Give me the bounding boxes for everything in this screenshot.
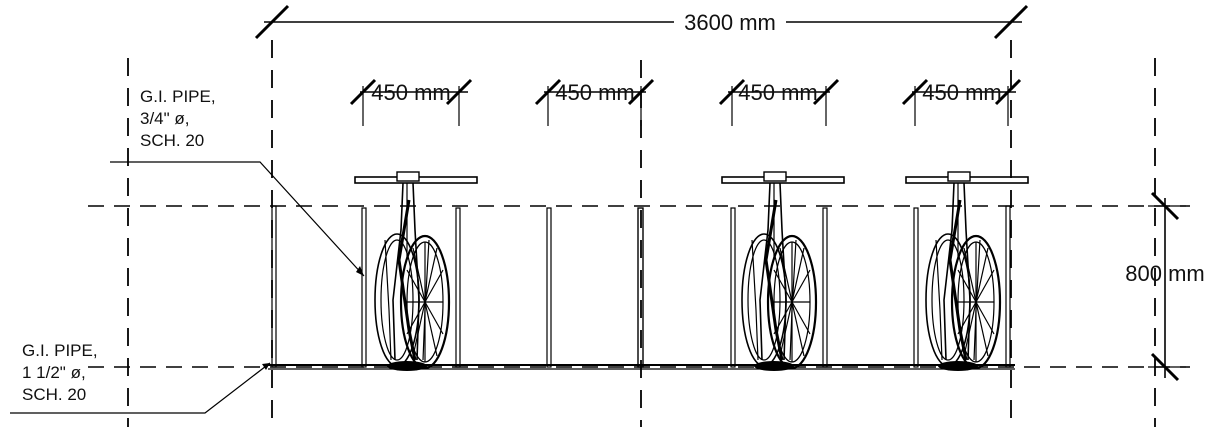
lower-pipe-callout: G.I. PIPE, 1 1/2" ø, SCH. 20: [10, 341, 271, 414]
overall-dimension: 3600 mm: [254, 4, 1029, 40]
bicycles: [354, 170, 1030, 373]
height-dimension-tick-top: [1150, 191, 1180, 221]
rack-posts: [271, 205, 1011, 368]
bay-dimension-4: 450 mm: [901, 78, 1022, 126]
height-dimension-tick-bottom: [1150, 352, 1180, 382]
bay-dimension-label: 450 mm: [555, 80, 634, 105]
bicycle-1: [354, 171, 478, 371]
height-dimension: 800 mm: [1125, 191, 1205, 382]
upper-pipe-callout: G.I. PIPE, 3/4" ø, SCH. 20: [110, 87, 365, 277]
bay-dimension-label: 450 mm: [371, 80, 450, 105]
overall-dimension-tick-right: [993, 4, 1029, 40]
overall-dimension-label-bg: [674, 8, 786, 36]
upper-pipe-leader: [110, 161, 365, 277]
bay-dimension-label: 450 mm: [738, 80, 817, 105]
upper-pipe-note-line-3: SCH. 20: [140, 131, 204, 150]
bay-dimension-label: 450 mm: [922, 80, 1001, 105]
bay-dimension-2: 450 mm: [534, 78, 655, 126]
lower-pipe-note-line-1: G.I. PIPE,: [22, 341, 98, 360]
upper-pipe-note-line-2: 3/4" ø,: [140, 109, 190, 128]
wheel-spokes: [406, 242, 444, 362]
overall-dimension-label: 3600 mm: [684, 10, 776, 35]
lower-pipe-note-line-2: 1 1/2" ø,: [22, 363, 86, 382]
lower-pipe-leader: [10, 362, 271, 414]
overall-dimension-tick-left: [254, 4, 290, 40]
height-dimension-label: 800 mm: [1125, 261, 1204, 286]
bicycle-2: [720, 170, 846, 373]
bay-dimension-1: 450 mm: [349, 78, 473, 126]
lower-pipe-note-line-3: SCH. 20: [22, 385, 86, 404]
upper-pipe-note-line-1: G.I. PIPE,: [140, 87, 216, 106]
bay-dimension-3: 450 mm: [718, 78, 840, 126]
bay-dimensions: 450 mm 450 mm 450 mm 450 mm: [349, 78, 1022, 126]
